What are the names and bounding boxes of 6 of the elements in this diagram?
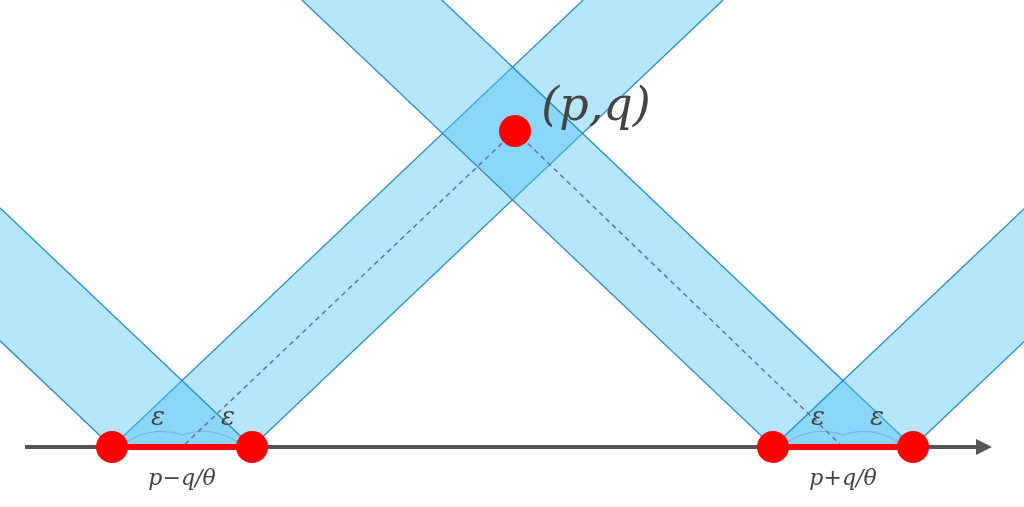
angle-label: ε: [221, 403, 235, 429]
interval-label: p+q/θ: [809, 467, 877, 489]
interval-label: p−q/θ: [148, 467, 216, 489]
angle-label: ε: [151, 403, 165, 429]
angle-label: ε: [870, 403, 884, 429]
angle-label: ε: [811, 403, 825, 429]
